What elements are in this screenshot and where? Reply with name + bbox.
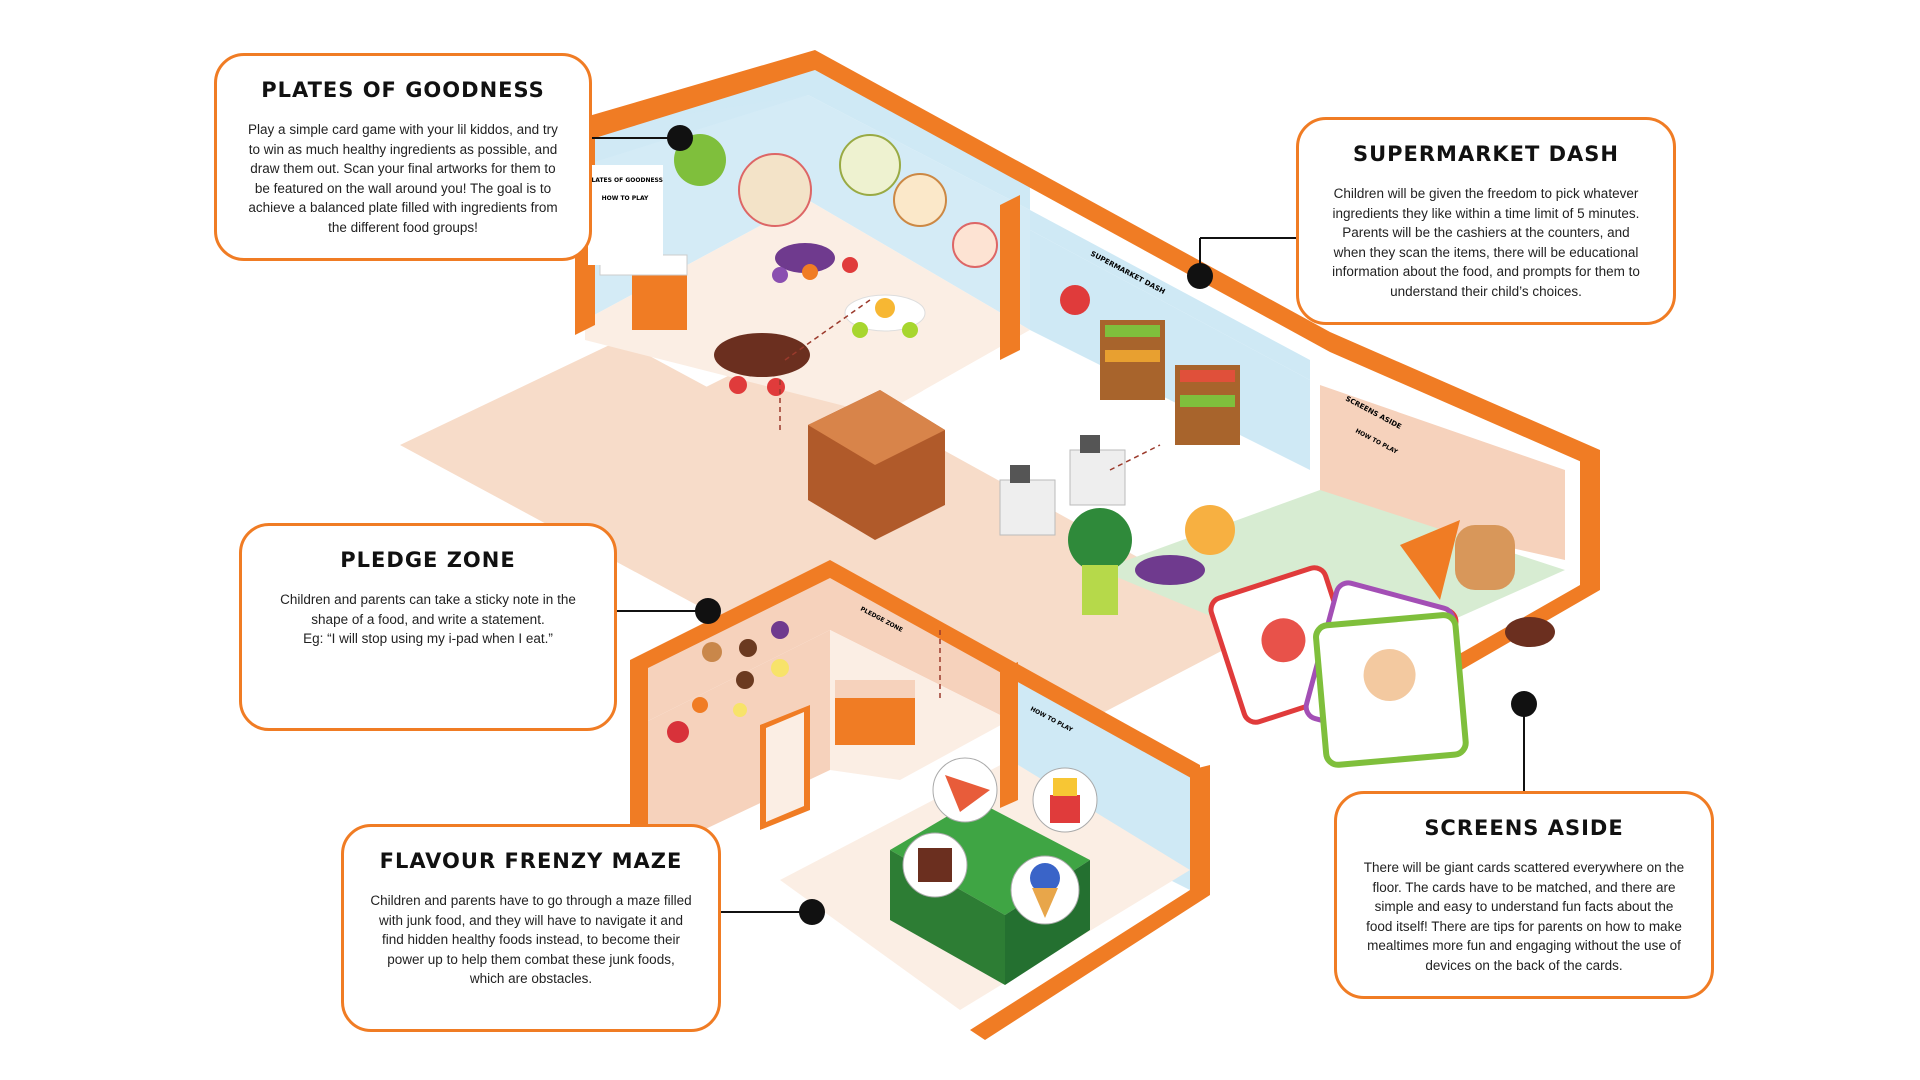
fries-box (1050, 795, 1080, 823)
callout-plates-of-goodness: PLATES OF GOODNESS Play a simple card ga… (214, 53, 592, 261)
stool (767, 378, 785, 396)
callout-body: Children and parents can take a sticky n… (280, 592, 576, 646)
artwork-plate (893, 173, 947, 227)
counter (632, 270, 687, 330)
bottom-building: PLEDGE ZONE HOW TO PLAY (630, 560, 1210, 1040)
sticky-note-food (736, 671, 754, 689)
giant-pineapple (1185, 505, 1235, 555)
connector-dot-screens (1511, 691, 1537, 717)
pos-screen (1010, 465, 1030, 483)
maze-divider (1000, 662, 1018, 808)
produce (1180, 370, 1235, 382)
divider-wall (1000, 195, 1020, 360)
produce (1105, 350, 1160, 362)
produce (1180, 395, 1235, 407)
callout-body: There will be giant cards scattered ever… (1363, 860, 1685, 973)
plates-wall-sign-title: PLATES OF GOODNESS (587, 177, 663, 184)
giant-broccoli (1068, 508, 1132, 572)
pledge-desk-top (835, 680, 915, 698)
pledge-desk (835, 695, 915, 745)
icecream-scoop (1030, 863, 1060, 893)
egg-yolk (875, 298, 895, 318)
plates-wall-sign (588, 165, 663, 265)
sticky-note-food (667, 721, 689, 743)
top-right-end (1330, 332, 1600, 470)
eggplant-seat (775, 243, 835, 273)
round-table (714, 333, 810, 377)
callout-body: Children will be given the freedom to pi… (1332, 186, 1640, 299)
artwork-plate (952, 222, 998, 268)
plates-furniture: PLATES OF GOODNESS HOW TO PLAY (587, 134, 998, 396)
stool (902, 322, 918, 338)
callout-title: SCREENS ASIDE (1424, 816, 1624, 840)
screens-elements: SCREENS ASIDE HOW TO PLAY (1208, 395, 1555, 768)
connector-dot-plates (667, 125, 693, 151)
connector-dot-maze (799, 899, 825, 925)
sticky-note-food (771, 659, 789, 677)
connector-dot-pledge (695, 598, 721, 624)
doorway-inner (766, 712, 804, 822)
floor-main (590, 330, 1300, 730)
stool (842, 257, 858, 273)
pledge-left-wall (640, 630, 830, 860)
callout-pledge-zone: PLEDGE ZONE Children and parents can tak… (239, 523, 617, 731)
stool (802, 264, 818, 280)
callout-supermarket-dash: SUPERMARKET DASH Children will be given … (1296, 117, 1676, 325)
callout-title: PLATES OF GOODNESS (261, 78, 545, 102)
callout-flavour-frenzy-maze: FLAVOUR FRENZY MAZE Children and parents… (341, 824, 721, 1032)
card-face (1363, 649, 1416, 702)
maze-back-wall (1010, 670, 1190, 890)
sticky-note-food (739, 639, 757, 657)
giant-eggplant (1135, 555, 1205, 585)
top-left-wall (575, 50, 815, 335)
callout-screens-aside: SCREENS ASIDE There will be giant cards … (1334, 791, 1714, 999)
artwork-plate (839, 134, 901, 196)
broccoli-stem (1082, 565, 1118, 615)
fries (1053, 778, 1077, 796)
stool (852, 322, 868, 338)
card-heart (1261, 618, 1306, 663)
chocolate-bar (918, 848, 952, 882)
supermarket-back-wall (1030, 210, 1310, 380)
sticky-note-food (771, 621, 789, 639)
plates-wall-sign-sub: HOW TO PLAY (602, 195, 649, 202)
callout-body: Play a simple card game with your lil ki… (248, 122, 558, 235)
artwork-plate (738, 153, 812, 227)
stool (729, 376, 747, 394)
giant-carrot (1400, 520, 1460, 600)
cabinet-top (808, 390, 945, 465)
callout-title: FLAVOUR FRENZY MAZE (379, 849, 683, 873)
cashier-counter (999, 479, 1056, 536)
callout-title: SUPERMARKET DASH (1352, 142, 1620, 166)
pizza-slice (945, 775, 990, 812)
sticky-note-food (733, 703, 747, 717)
produce (1105, 325, 1160, 337)
giant-bread (1455, 525, 1515, 590)
cashier-counter (1069, 449, 1126, 506)
connector-lines (592, 137, 1525, 913)
icecream-cone (1032, 888, 1058, 918)
mascot-character (1060, 285, 1090, 315)
stool (772, 267, 788, 283)
pos-screen (1080, 435, 1100, 453)
callout-title: PLEDGE ZONE (340, 548, 516, 572)
plates-room-floor (585, 200, 1030, 415)
giant-drumstick (1505, 617, 1555, 647)
dashed-guides (779, 299, 1161, 700)
callout-body: Children and parents have to go through … (370, 893, 692, 986)
sticky-note-food (702, 642, 722, 662)
sticky-note-food (692, 697, 708, 713)
